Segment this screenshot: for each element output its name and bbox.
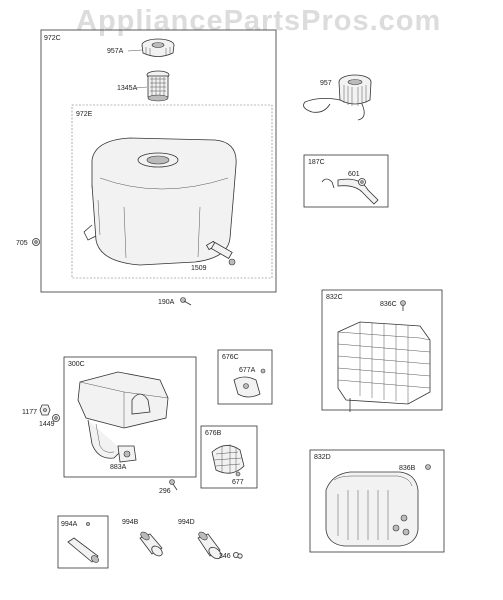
- screw-836B[interactable]: [425, 464, 431, 470]
- group-label-972E: 972E: [76, 111, 93, 118]
- part-label-957: 957: [320, 80, 332, 87]
- part-label-190A: 190A: [158, 299, 175, 306]
- group-box-187C: [303, 154, 389, 208]
- group-box-972E: [71, 104, 273, 279]
- group-box-676C: [217, 349, 273, 405]
- group-label-187C: 187C: [308, 159, 325, 166]
- muffler[interactable]: [77, 371, 169, 459]
- screw-296[interactable]: [169, 479, 178, 491]
- group-box-676B: [200, 425, 258, 489]
- fuel-valve-1509[interactable]: [205, 240, 236, 266]
- part-label-1509: 1509: [191, 265, 207, 272]
- group-label-676B: 676B: [205, 430, 222, 437]
- spark-plug-boot[interactable]: [67, 522, 100, 563]
- part-label-994B: 994B: [122, 519, 139, 526]
- group-box-300C: [63, 356, 197, 478]
- group-label-994A: 994A: [61, 521, 78, 528]
- screw-677[interactable]: [235, 471, 241, 477]
- part-label-346: 346: [219, 553, 231, 560]
- clip-346[interactable]: [232, 552, 243, 559]
- group-box-832C: [321, 289, 443, 411]
- fuel-cap-957[interactable]: [303, 74, 372, 121]
- group-label-972C: 972C: [44, 35, 61, 42]
- group-box-972C: [40, 29, 277, 293]
- part-label-601: 601: [348, 171, 360, 178]
- group-label-832D: 832D: [314, 454, 331, 461]
- part-label-1345A: 1345A: [117, 85, 138, 92]
- gasket-883A[interactable]: [117, 445, 137, 463]
- fuel-tank[interactable]: [83, 137, 237, 266]
- tube-994D[interactable]: [197, 530, 223, 560]
- fuel-cap-957A[interactable]: [141, 38, 175, 57]
- part-label-677A: 677A: [239, 367, 256, 374]
- part-label-957A: 957A: [107, 48, 124, 55]
- muffler-shield[interactable]: [325, 471, 419, 547]
- part-label-677: 677: [232, 479, 244, 486]
- part-label-883A: 883A: [110, 464, 127, 471]
- part-label-1177: 1177: [22, 409, 37, 416]
- bushing-994B[interactable]: [139, 530, 164, 557]
- group-box-994A: [57, 515, 109, 569]
- washer-1449[interactable]: [52, 414, 60, 422]
- part-label-705: 705: [16, 240, 28, 247]
- group-label-676C: 676C: [222, 354, 239, 361]
- part-label-836B: 836B: [399, 465, 416, 472]
- fuel-strainer-1345A[interactable]: [146, 70, 170, 102]
- part-label-994D: 994D: [178, 519, 195, 526]
- clamp-601[interactable]: [358, 178, 366, 186]
- part-label-1449: 1449: [39, 421, 55, 428]
- screw-836C[interactable]: [400, 300, 406, 312]
- nut-1177[interactable]: [39, 404, 51, 416]
- bushing-705[interactable]: [32, 238, 40, 246]
- part-label-296: 296: [159, 488, 171, 495]
- part-label-836C: 836C: [380, 301, 397, 308]
- group-label-832C: 832C: [326, 294, 343, 301]
- leader-957A: [127, 49, 143, 52]
- screw-677A[interactable]: [260, 368, 266, 374]
- group-box-832D: [309, 449, 445, 553]
- spark-arrestor-deflector[interactable]: [233, 376, 261, 398]
- leader-1345A: [135, 86, 148, 89]
- spark-arrestor-screen[interactable]: [211, 444, 245, 474]
- screw-190A[interactable]: [180, 297, 192, 306]
- muffler-guard[interactable]: [337, 321, 431, 412]
- group-label-300C: 300C: [68, 361, 85, 368]
- fuel-line[interactable]: [321, 178, 379, 205]
- watermark: AppliancePartsPros.com: [76, 5, 441, 37]
